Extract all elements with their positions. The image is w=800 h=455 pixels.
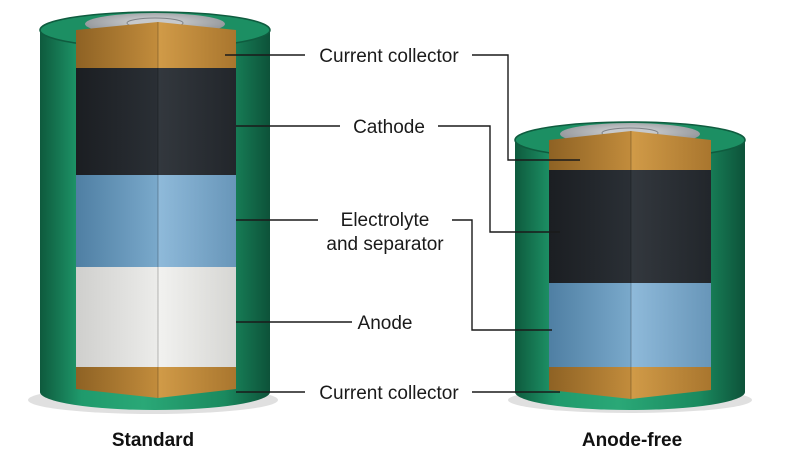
label-anode: Anode <box>358 313 413 334</box>
standard-current-collector-bottom-left <box>76 367 158 398</box>
anode-free-current-collector-top-right <box>631 131 711 170</box>
caption-standard: Standard <box>112 430 194 451</box>
anode-free-cathode-left <box>549 170 631 283</box>
leader-electrolyte-anode-free <box>452 219 552 331</box>
leader-current-collector-top-anode-free <box>472 54 580 161</box>
anode-free-cathode-right <box>631 170 711 283</box>
anode-free-electrolyte-left <box>549 283 631 367</box>
leader-cathode-anode-free <box>438 125 560 233</box>
label-current-collector-bottom: Current collector <box>319 383 459 404</box>
label-current-collector-top: Current collector <box>319 46 459 67</box>
standard-current-collector-top-left <box>76 22 158 68</box>
caption-anode-free: Anode-free <box>582 430 682 451</box>
label-electrolyte-line1: Electrolyte <box>341 210 430 231</box>
anode-free-current-collector-bottom-right <box>631 367 711 399</box>
standard-cathode-right <box>158 68 236 175</box>
anode-free-current-collector-bottom-left <box>549 367 631 399</box>
label-cathode: Cathode <box>353 117 425 138</box>
leader-lines <box>225 54 580 393</box>
anode-free-cell <box>508 121 752 413</box>
standard-anode-right <box>158 267 236 367</box>
anode-free-electrolyte-right <box>631 283 711 367</box>
standard-electrolyte-right <box>158 175 236 267</box>
standard-cell <box>28 11 278 414</box>
standard-current-collector-bottom-right <box>158 367 236 398</box>
standard-current-collector-top-right <box>158 22 236 68</box>
standard-anode-left <box>76 267 158 367</box>
label-electrolyte-line2: and separator <box>326 234 444 255</box>
standard-cathode-left <box>76 68 158 175</box>
callout-labels: Current collector Cathode Electrolyte an… <box>319 46 459 404</box>
standard-electrolyte-left <box>76 175 158 267</box>
